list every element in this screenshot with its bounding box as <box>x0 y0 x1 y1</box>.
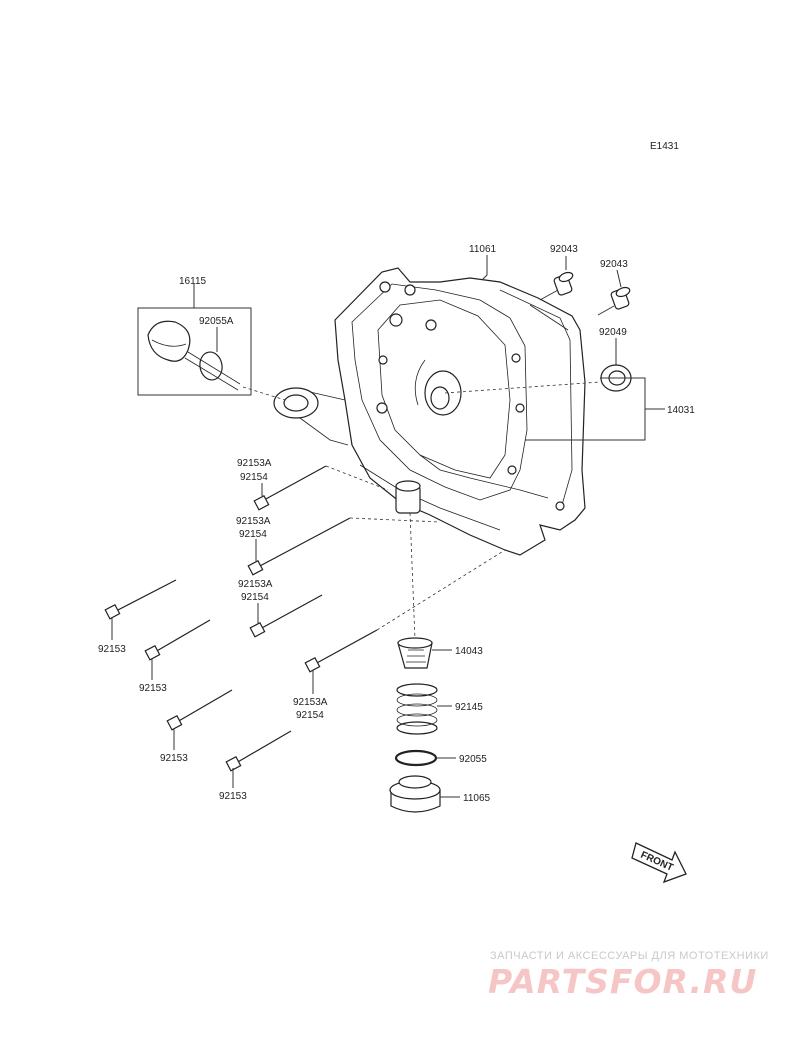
dowel-pin <box>553 271 574 296</box>
part-label: 92153 <box>160 753 188 764</box>
part-label: 92145 <box>455 702 483 713</box>
flange-bolt-short <box>144 619 211 661</box>
part-label: 92055A <box>199 316 234 327</box>
flange-bolt-short <box>104 579 177 620</box>
part-label: 16115 <box>179 276 207 287</box>
crankcase-cover <box>273 267 586 556</box>
part-label: 11065 <box>463 793 491 804</box>
oil-strainer <box>397 637 433 669</box>
watermark-logo: PARTSFOR.RU <box>488 962 758 1001</box>
flange-bolt-long <box>304 629 378 673</box>
part-label: 92043 <box>600 259 628 270</box>
part-label: 92043 <box>550 244 578 255</box>
part-label: 92154 <box>240 472 268 483</box>
part-label: 92153A <box>293 697 328 708</box>
o-ring <box>394 749 438 767</box>
part-label: 14031 <box>667 405 695 416</box>
flange-bolt-short <box>166 689 233 731</box>
drain-plug <box>389 775 441 813</box>
dipstick-assembly <box>137 307 252 396</box>
flange-bolt-long <box>247 517 351 576</box>
part-label: 92055 <box>459 754 487 765</box>
dowel-pin <box>610 286 631 310</box>
part-label: 92153A <box>238 579 273 590</box>
part-label: 92049 <box>599 327 627 338</box>
part-label: 92154 <box>296 710 324 721</box>
flange-bolt-long <box>253 465 327 511</box>
part-label: 92153 <box>139 683 167 694</box>
front-arrow-icon: FRONT <box>631 842 687 884</box>
part-label: 92153A <box>236 516 271 527</box>
watermark-caption: ЗАПЧАСТИ И АКСЕССУАРЫ ДЛЯ МОТОТЕХНИКИ <box>490 950 769 962</box>
part-label: 11061 <box>469 244 497 255</box>
part-label: 92154 <box>241 592 269 603</box>
part-label: 92153A <box>237 458 272 469</box>
part-label: 92153 <box>98 644 126 655</box>
flange-bolt-short <box>225 730 292 772</box>
part-label: 92154 <box>239 529 267 540</box>
flange-bolt-long <box>249 594 323 638</box>
spring <box>396 683 438 735</box>
part-label: 14043 <box>455 646 483 657</box>
part-label: 92153 <box>219 791 247 802</box>
diagram-code: E1431 <box>650 141 679 152</box>
